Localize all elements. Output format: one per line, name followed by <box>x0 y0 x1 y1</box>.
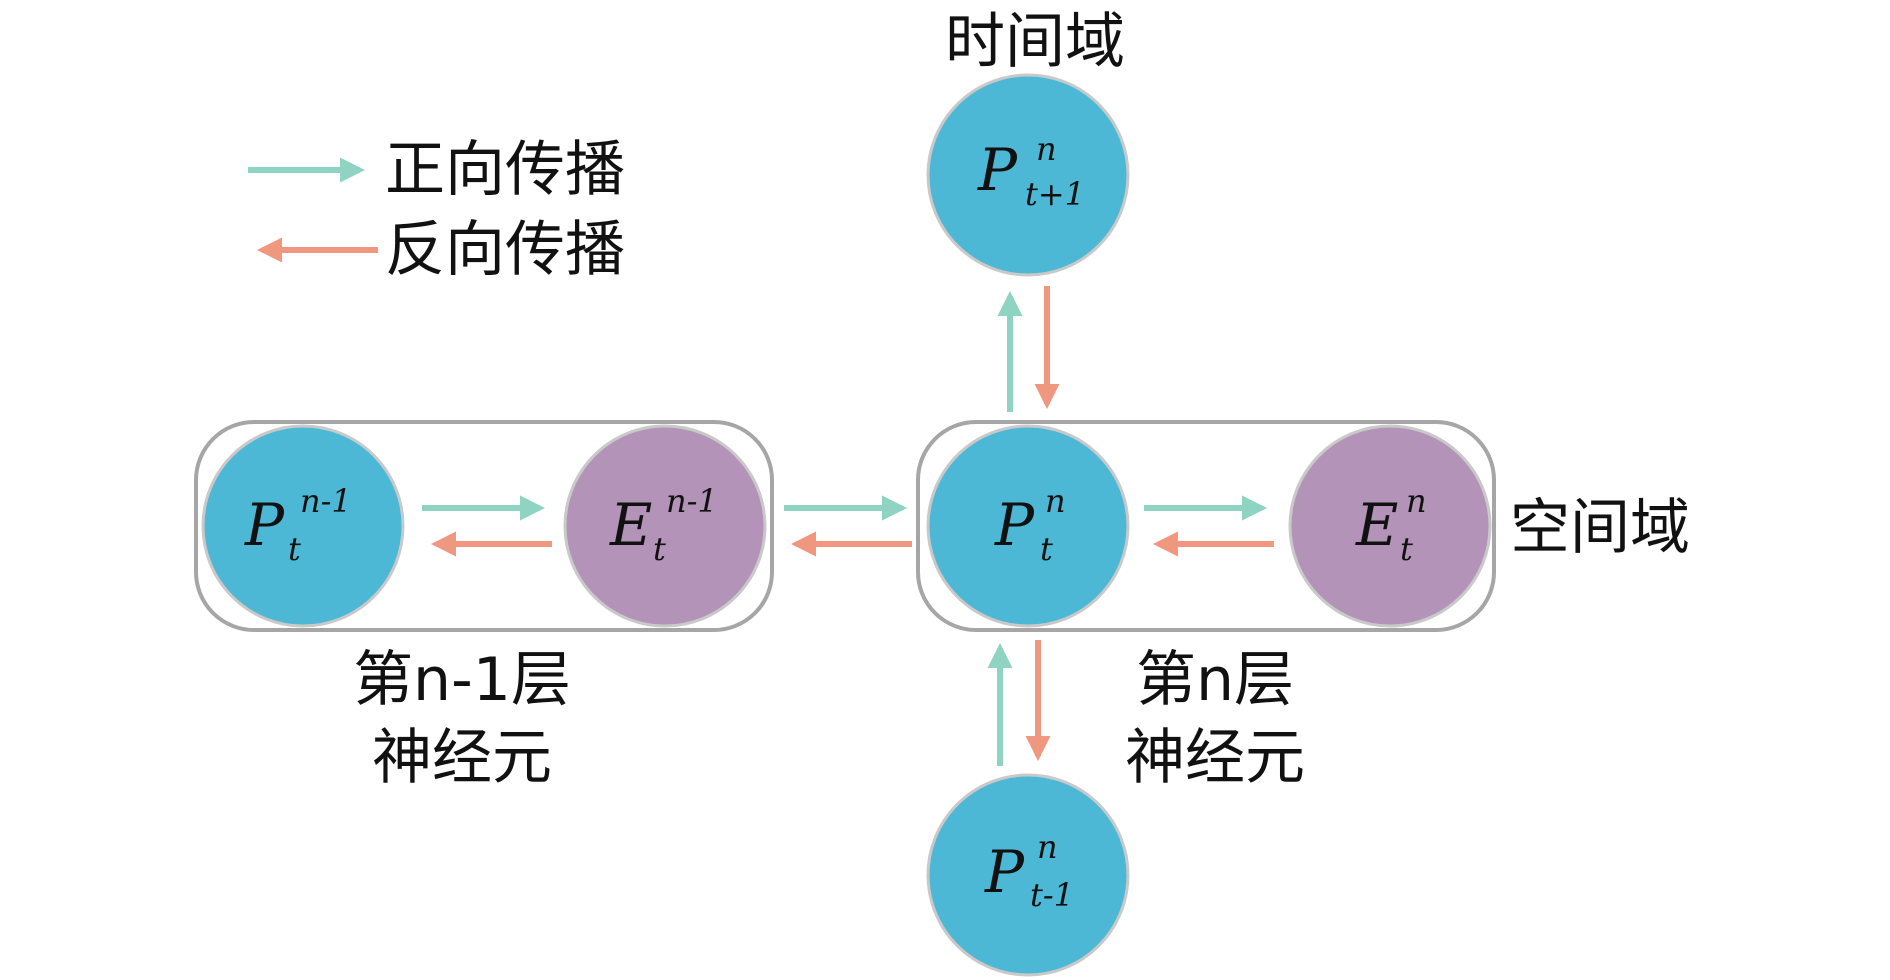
node-p-prev-layer: P n-1 t <box>201 424 405 628</box>
node-base: E <box>609 491 652 559</box>
space-domain-label: 空间域 <box>1510 493 1690 563</box>
node-superscript: n <box>1036 130 1057 168</box>
legend: 正向传播 反向传播 <box>248 135 625 285</box>
node-superscript: n-1 <box>300 482 352 520</box>
node-e-current-layer: E n t <box>1288 424 1492 628</box>
node-p-prev-time: P n t-1 <box>926 773 1130 977</box>
legend-forward-label: 正向传播 <box>385 135 625 205</box>
node-circle <box>926 773 1130 977</box>
layer-n-minus-1-caption-line2: 神经元 <box>372 723 552 793</box>
node-superscript: n <box>1037 828 1058 866</box>
node-circle <box>926 73 1130 277</box>
layer-n-minus-1-caption-line1: 第n-1层 <box>353 645 571 715</box>
node-circle <box>563 424 767 628</box>
node-superscript: n <box>1045 482 1066 520</box>
layer-n-minus-1-group <box>194 420 774 632</box>
legend-backward-label: 反向传播 <box>385 215 625 285</box>
node-superscript: n <box>1406 482 1427 520</box>
node-circle <box>926 424 1130 628</box>
node-circle <box>201 424 405 628</box>
node-base: P <box>994 491 1035 559</box>
node-base: P <box>984 838 1025 906</box>
node-e-prev-layer: E n-1 t <box>563 424 767 628</box>
node-subscript: t-1 <box>1030 876 1074 914</box>
node-subscript: t <box>653 530 666 568</box>
node-base: P <box>977 136 1018 204</box>
node-superscript: n-1 <box>666 482 718 520</box>
node-base: P <box>244 491 285 559</box>
layer-n-caption-line1: 第n层 <box>1136 645 1294 715</box>
layer-n-group <box>916 420 1496 632</box>
node-subscript: t <box>1040 530 1053 568</box>
node-circle <box>1288 424 1492 628</box>
node-base: E <box>1355 491 1398 559</box>
node-p-current-layer: P n t <box>926 424 1130 628</box>
time-domain-label: 时间域 <box>945 7 1125 77</box>
layer-n-caption-line2: 神经元 <box>1125 723 1305 793</box>
node-subscript: t <box>1400 530 1413 568</box>
node-subscript: t+1 <box>1025 175 1085 213</box>
node-p-next-time: P n t+1 <box>926 73 1130 277</box>
arrows <box>422 286 1274 766</box>
node-subscript: t <box>288 530 301 568</box>
